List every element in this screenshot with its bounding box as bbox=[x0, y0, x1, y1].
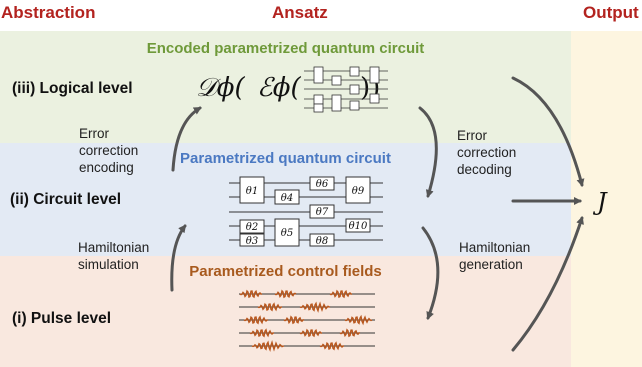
pulse-segment bbox=[299, 301, 331, 313]
pulse-level-label: (i) Pulse level bbox=[12, 310, 112, 327]
encoded-circuit-title: Encoded parametrized quantum circuit bbox=[146, 40, 425, 57]
gate-theta-4: θ4 bbox=[274, 189, 300, 205]
pulse-segment bbox=[257, 302, 283, 312]
svg-text:θ4: θ4 bbox=[281, 193, 293, 204]
svg-text:θ7: θ7 bbox=[316, 207, 329, 218]
pulse-segment bbox=[239, 289, 263, 299]
parametrized-circuit-title: Parametrized quantum circuit bbox=[180, 150, 391, 167]
gate-theta-9: θ9 bbox=[345, 176, 371, 204]
logical-level-label: (iii) Logical level bbox=[12, 80, 133, 97]
svg-text:θ6: θ6 bbox=[316, 179, 329, 190]
hamiltonian-generation-label: Hamiltonian generation bbox=[459, 240, 531, 272]
arrow-logical-to-output bbox=[511, 76, 585, 187]
encoding-operator: ℰϕ( bbox=[257, 73, 301, 103]
output-header: Output bbox=[583, 3, 639, 22]
pulse-segment bbox=[299, 328, 323, 338]
pulse-segment bbox=[274, 289, 297, 299]
hamiltonian-simulation-label: Hamiltonian simulation bbox=[78, 240, 150, 272]
arrow-encoding-up bbox=[171, 106, 202, 172]
encoded-circuit-icon bbox=[304, 66, 388, 113]
svg-text:θ8: θ8 bbox=[316, 236, 328, 247]
logical-level-band bbox=[0, 31, 571, 143]
control-fields-title: Parametrized control fields bbox=[189, 263, 382, 280]
gate-theta-10: θ10 bbox=[345, 218, 371, 233]
svg-text:θ3: θ3 bbox=[246, 236, 258, 247]
error-correction-encoding-label: Error correction encoding bbox=[79, 126, 139, 175]
pulse-segment bbox=[249, 328, 275, 338]
error-correction-decoding-label: Error correction decoding bbox=[457, 128, 517, 177]
gate-theta-1: θ1 bbox=[239, 176, 265, 204]
arrow-generation-down bbox=[421, 226, 440, 320]
pulse-level-band bbox=[0, 256, 571, 367]
arrow-pulse-to-output bbox=[511, 216, 584, 352]
pulse-segment bbox=[339, 328, 361, 338]
control-pulses bbox=[239, 289, 373, 353]
arrow-simulation-up bbox=[170, 224, 187, 292]
gate-theta-8: θ8 bbox=[309, 233, 335, 247]
gate-theta-7: θ7 bbox=[309, 204, 335, 219]
decoding-operator: 𝒟ϕ( bbox=[196, 73, 245, 103]
circuit-level-label: (ii) Circuit level bbox=[10, 191, 122, 208]
svg-text:θ5: θ5 bbox=[281, 228, 293, 239]
pulse-segment bbox=[251, 339, 285, 353]
cost-function-output: J bbox=[597, 188, 607, 216]
gate-theta-5: θ5 bbox=[274, 218, 300, 247]
arrow-decoding-down bbox=[418, 106, 438, 198]
abstraction-header: Abstraction bbox=[1, 3, 96, 22]
output-band bbox=[571, 31, 642, 367]
svg-text:θ9: θ9 bbox=[352, 186, 365, 197]
svg-text:θ10: θ10 bbox=[349, 221, 368, 232]
svg-text:θ1: θ1 bbox=[246, 186, 258, 197]
pulse-baselines bbox=[239, 293, 375, 347]
gate-theta-6: θ6 bbox=[309, 176, 335, 191]
gate-theta-2: θ2 bbox=[239, 219, 265, 234]
pulse-segment bbox=[319, 341, 345, 351]
ansatz-header: Ansatz bbox=[272, 3, 328, 22]
svg-text:θ2: θ2 bbox=[246, 222, 258, 233]
pulse-segment bbox=[329, 289, 353, 299]
pulse-segment bbox=[283, 315, 305, 325]
pulse-segment bbox=[243, 315, 269, 325]
pulse-segment bbox=[344, 314, 373, 326]
gate-theta-3: θ3 bbox=[239, 233, 265, 247]
